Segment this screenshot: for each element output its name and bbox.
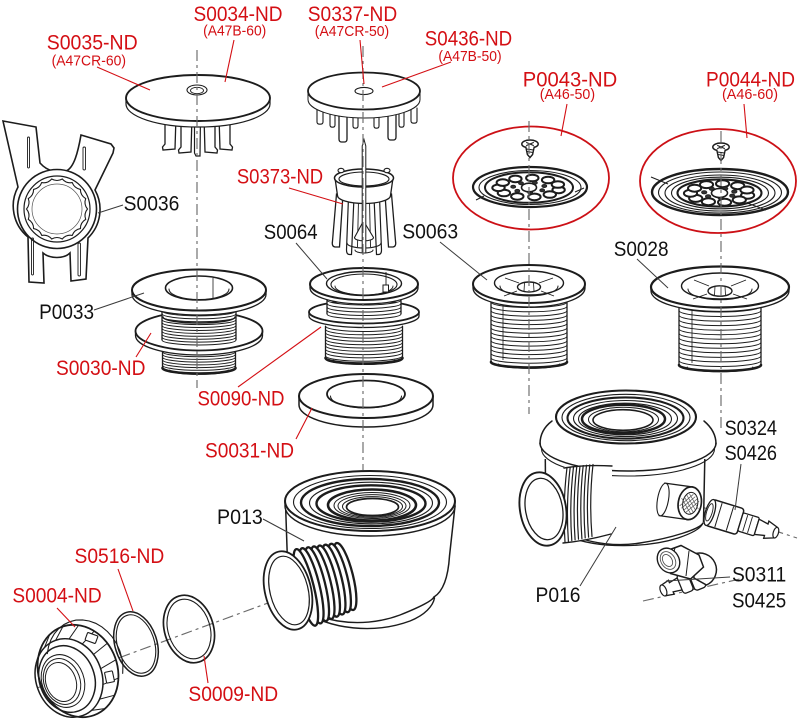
svg-text:(A47B-60): (A47B-60) [203,23,266,40]
svg-text:S0373-ND: S0373-ND [237,164,323,188]
svg-text:S0436-ND: S0436-ND [425,27,512,51]
svg-text:S0324: S0324 [725,417,778,440]
svg-text:S0425: S0425 [732,590,786,613]
svg-text:(A46-50): (A46-50) [540,86,595,103]
svg-text:S0311: S0311 [732,564,786,587]
svg-text:S0036: S0036 [124,193,180,216]
svg-text:S0063: S0063 [402,221,458,244]
svg-text:S0035-ND: S0035-ND [47,31,138,55]
svg-text:P0044-ND: P0044-ND [706,67,795,91]
svg-text:S0064: S0064 [264,221,318,244]
svg-text:P013: P013 [217,506,263,529]
svg-text:(A47B-50): (A47B-50) [438,48,501,65]
svg-text:S0004-ND: S0004-ND [12,583,101,607]
svg-text:P0033: P0033 [39,301,94,324]
svg-text:S0516-ND: S0516-ND [75,544,165,568]
svg-text:P016: P016 [536,584,581,607]
svg-text:(A47CR-60): (A47CR-60) [52,53,126,70]
svg-text:S0028: S0028 [614,238,669,261]
svg-text:S0090-ND: S0090-ND [198,386,285,410]
svg-text:S0034-ND: S0034-ND [194,2,283,26]
svg-text:P0043-ND: P0043-ND [523,67,617,91]
svg-text:S0426: S0426 [725,442,777,465]
svg-text:S0030-ND: S0030-ND [56,356,146,380]
svg-text:S0009-ND: S0009-ND [188,682,278,706]
svg-text:S0337-ND: S0337-ND [308,2,398,26]
svg-text:(A46-60): (A46-60) [722,86,778,103]
svg-text:(A47CR-50): (A47CR-50) [315,23,389,40]
svg-text:S0031-ND: S0031-ND [205,438,294,462]
